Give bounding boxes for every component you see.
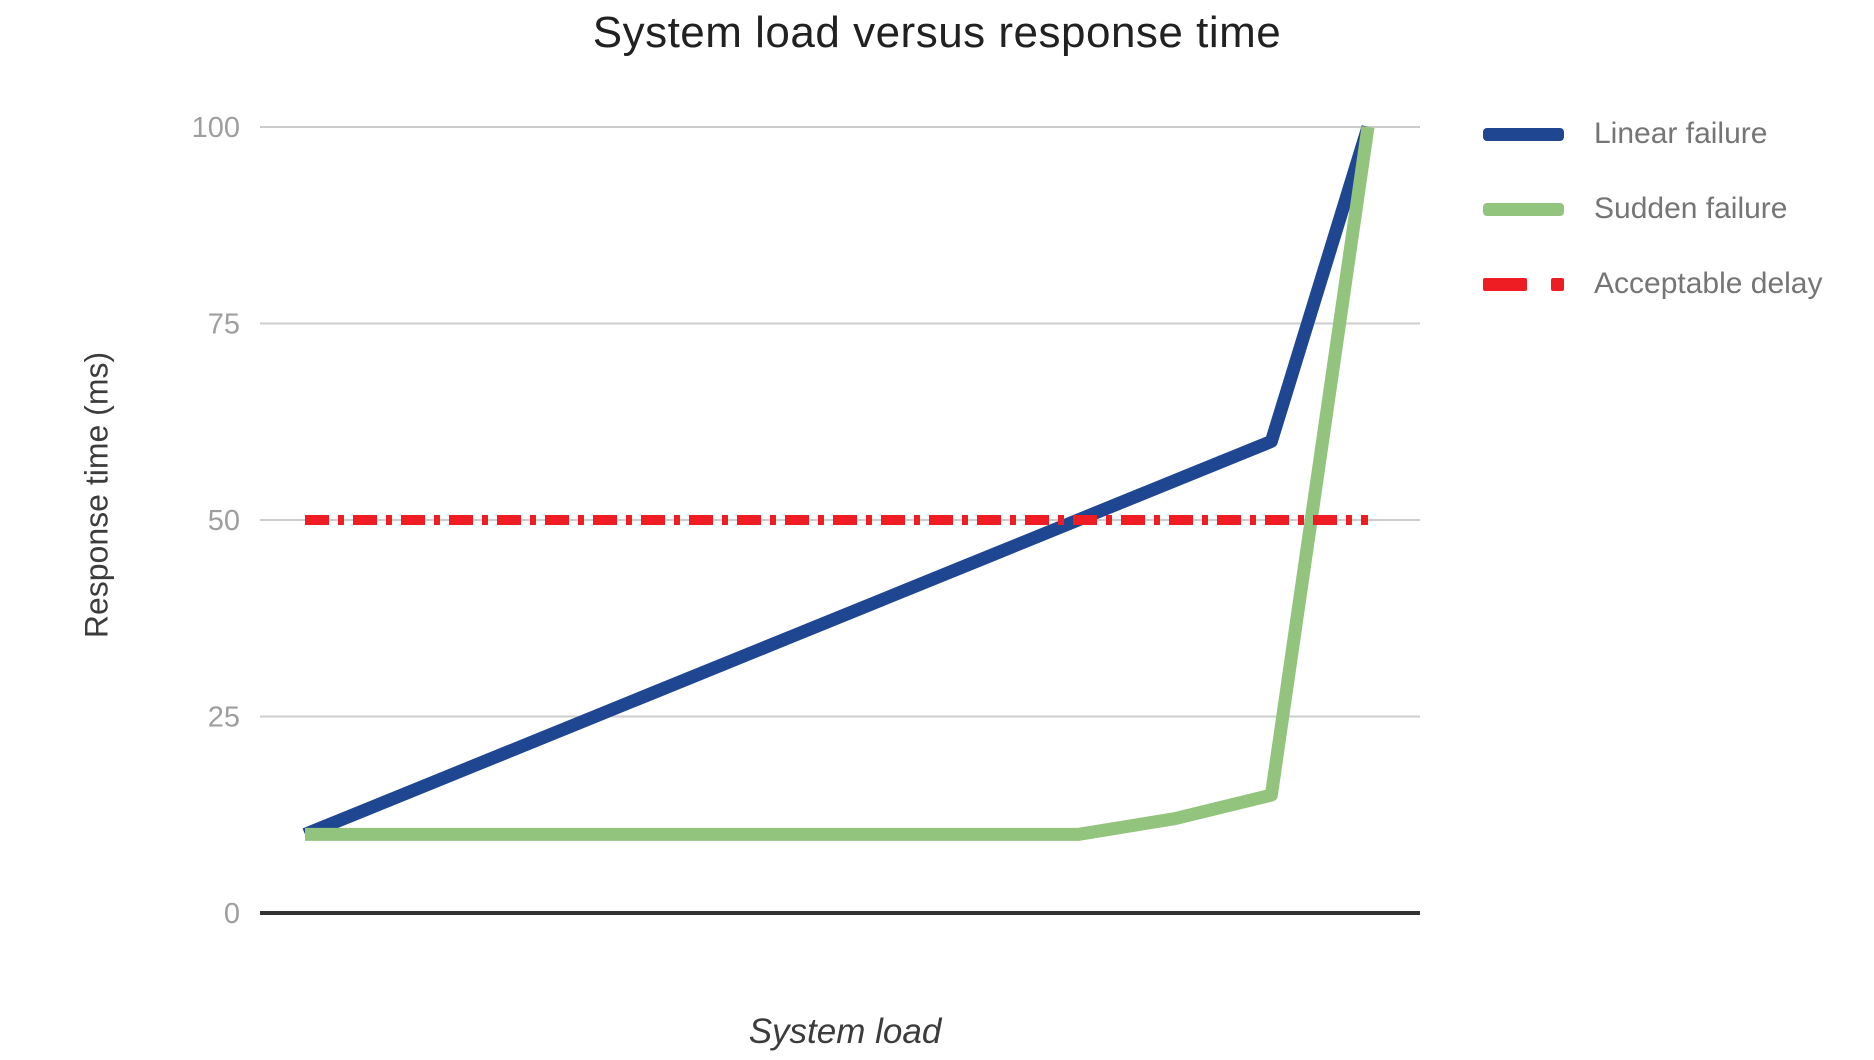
chart-title: System load versus response time	[592, 8, 1282, 57]
legend-swatch-sudden-failure	[1483, 202, 1564, 216]
x-axis-title: System load	[748, 1012, 942, 1051]
legend-item-acceptable-delay: Acceptable delay	[1483, 262, 1823, 306]
legend-label-sudden-failure: Sudden failure	[1594, 192, 1788, 225]
series-line-linear-failure	[302, 125, 1375, 841]
legend-label-linear-failure: Linear failure	[1594, 117, 1768, 150]
legend-item-sudden-failure: Sudden failure	[1483, 187, 1823, 231]
legend-label-acceptable-delay: Acceptable delay	[1594, 267, 1823, 300]
y-tick-label-100: 100	[192, 112, 240, 144]
legend-item-linear-failure: Linear failure	[1483, 112, 1823, 156]
legend-swatch-acceptable-delay	[1483, 277, 1564, 291]
y-tick-label-0: 0	[224, 898, 240, 930]
legend-swatch-linear-failure	[1483, 127, 1564, 141]
y-tick-label-25: 25	[208, 702, 240, 734]
y-tick-label-50: 50	[208, 505, 240, 537]
y-axis-title: Response time (ms)	[78, 351, 115, 639]
series-line-sudden-failure	[305, 126, 1375, 841]
y-tick-label-75: 75	[208, 309, 240, 341]
